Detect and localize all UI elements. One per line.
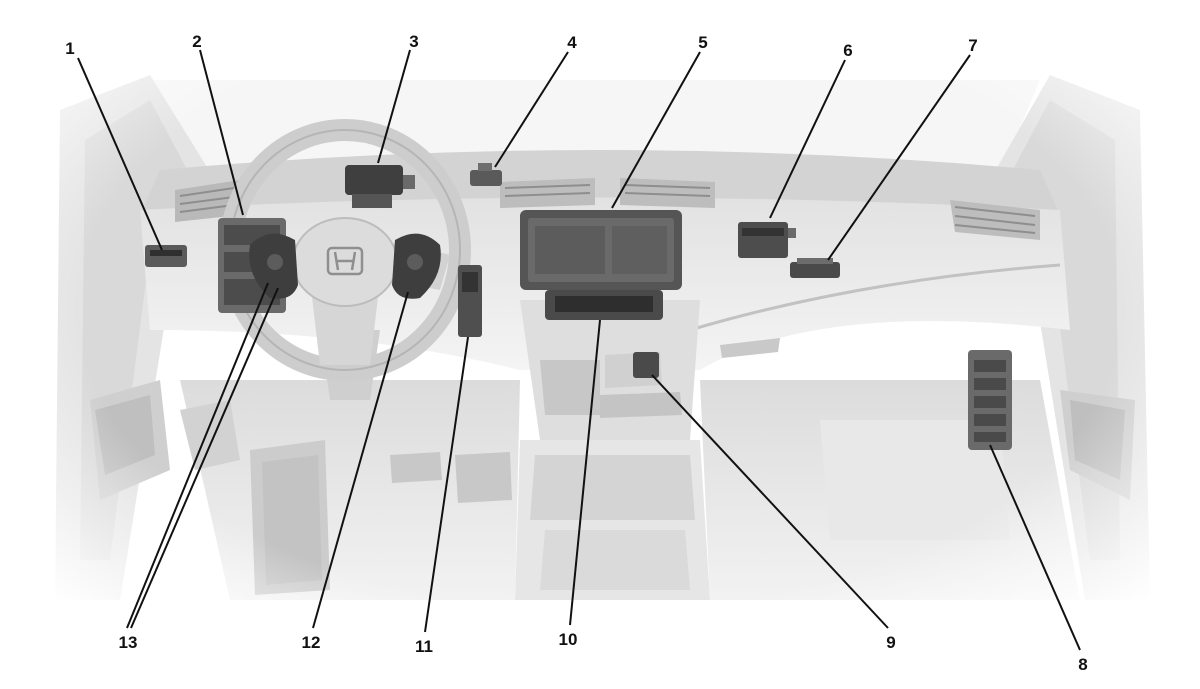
callout-11: 11 — [415, 637, 433, 656]
leader-12 — [312, 291, 409, 629]
callout-1: 1 — [65, 39, 74, 58]
leader-3 — [377, 49, 411, 164]
component-1-switch-unit — [145, 245, 187, 267]
callout-8: 8 — [1078, 655, 1087, 674]
leader-13a — [126, 282, 269, 629]
component-3-module — [345, 165, 415, 208]
callout-4: 4 — [567, 33, 577, 52]
callout-9: 9 — [886, 633, 895, 652]
leader-2 — [199, 49, 244, 216]
component-4-sensor — [470, 163, 502, 186]
leader-1 — [77, 57, 163, 251]
highlighted-components — [145, 163, 1012, 450]
component-5-display-unit — [520, 210, 682, 290]
callout-12: 12 — [302, 633, 321, 652]
callout-numbers: 1 2 3 4 5 6 7 8 9 10 11 12 13 — [65, 32, 1087, 674]
component-8-fuse-block — [968, 350, 1012, 450]
callout-6: 6 — [843, 41, 852, 60]
callout-13: 13 — [119, 633, 138, 652]
callout-7: 7 — [968, 36, 977, 55]
leader-10 — [569, 319, 601, 626]
callout-10: 10 — [559, 630, 578, 649]
callout-2: 2 — [192, 32, 201, 51]
leader-13b — [130, 287, 279, 629]
component-13-left-steering-switch — [249, 233, 298, 299]
leader-11 — [424, 336, 469, 633]
component-10-control-panel — [545, 290, 663, 320]
component-12-right-steering-switch — [392, 233, 441, 299]
leader-6 — [769, 59, 846, 219]
leader-5 — [611, 51, 701, 209]
leader-9 — [651, 374, 889, 629]
leader-lines — [77, 49, 1081, 651]
component-11-connector — [458, 265, 482, 337]
callout-5: 5 — [698, 33, 707, 52]
leader-4 — [494, 51, 569, 168]
leader-7 — [827, 54, 971, 261]
component-6-module — [738, 222, 796, 258]
leader-8 — [989, 444, 1081, 651]
component-9-module — [633, 352, 659, 378]
component-7-unit — [790, 258, 840, 278]
callout-3: 3 — [409, 32, 418, 51]
